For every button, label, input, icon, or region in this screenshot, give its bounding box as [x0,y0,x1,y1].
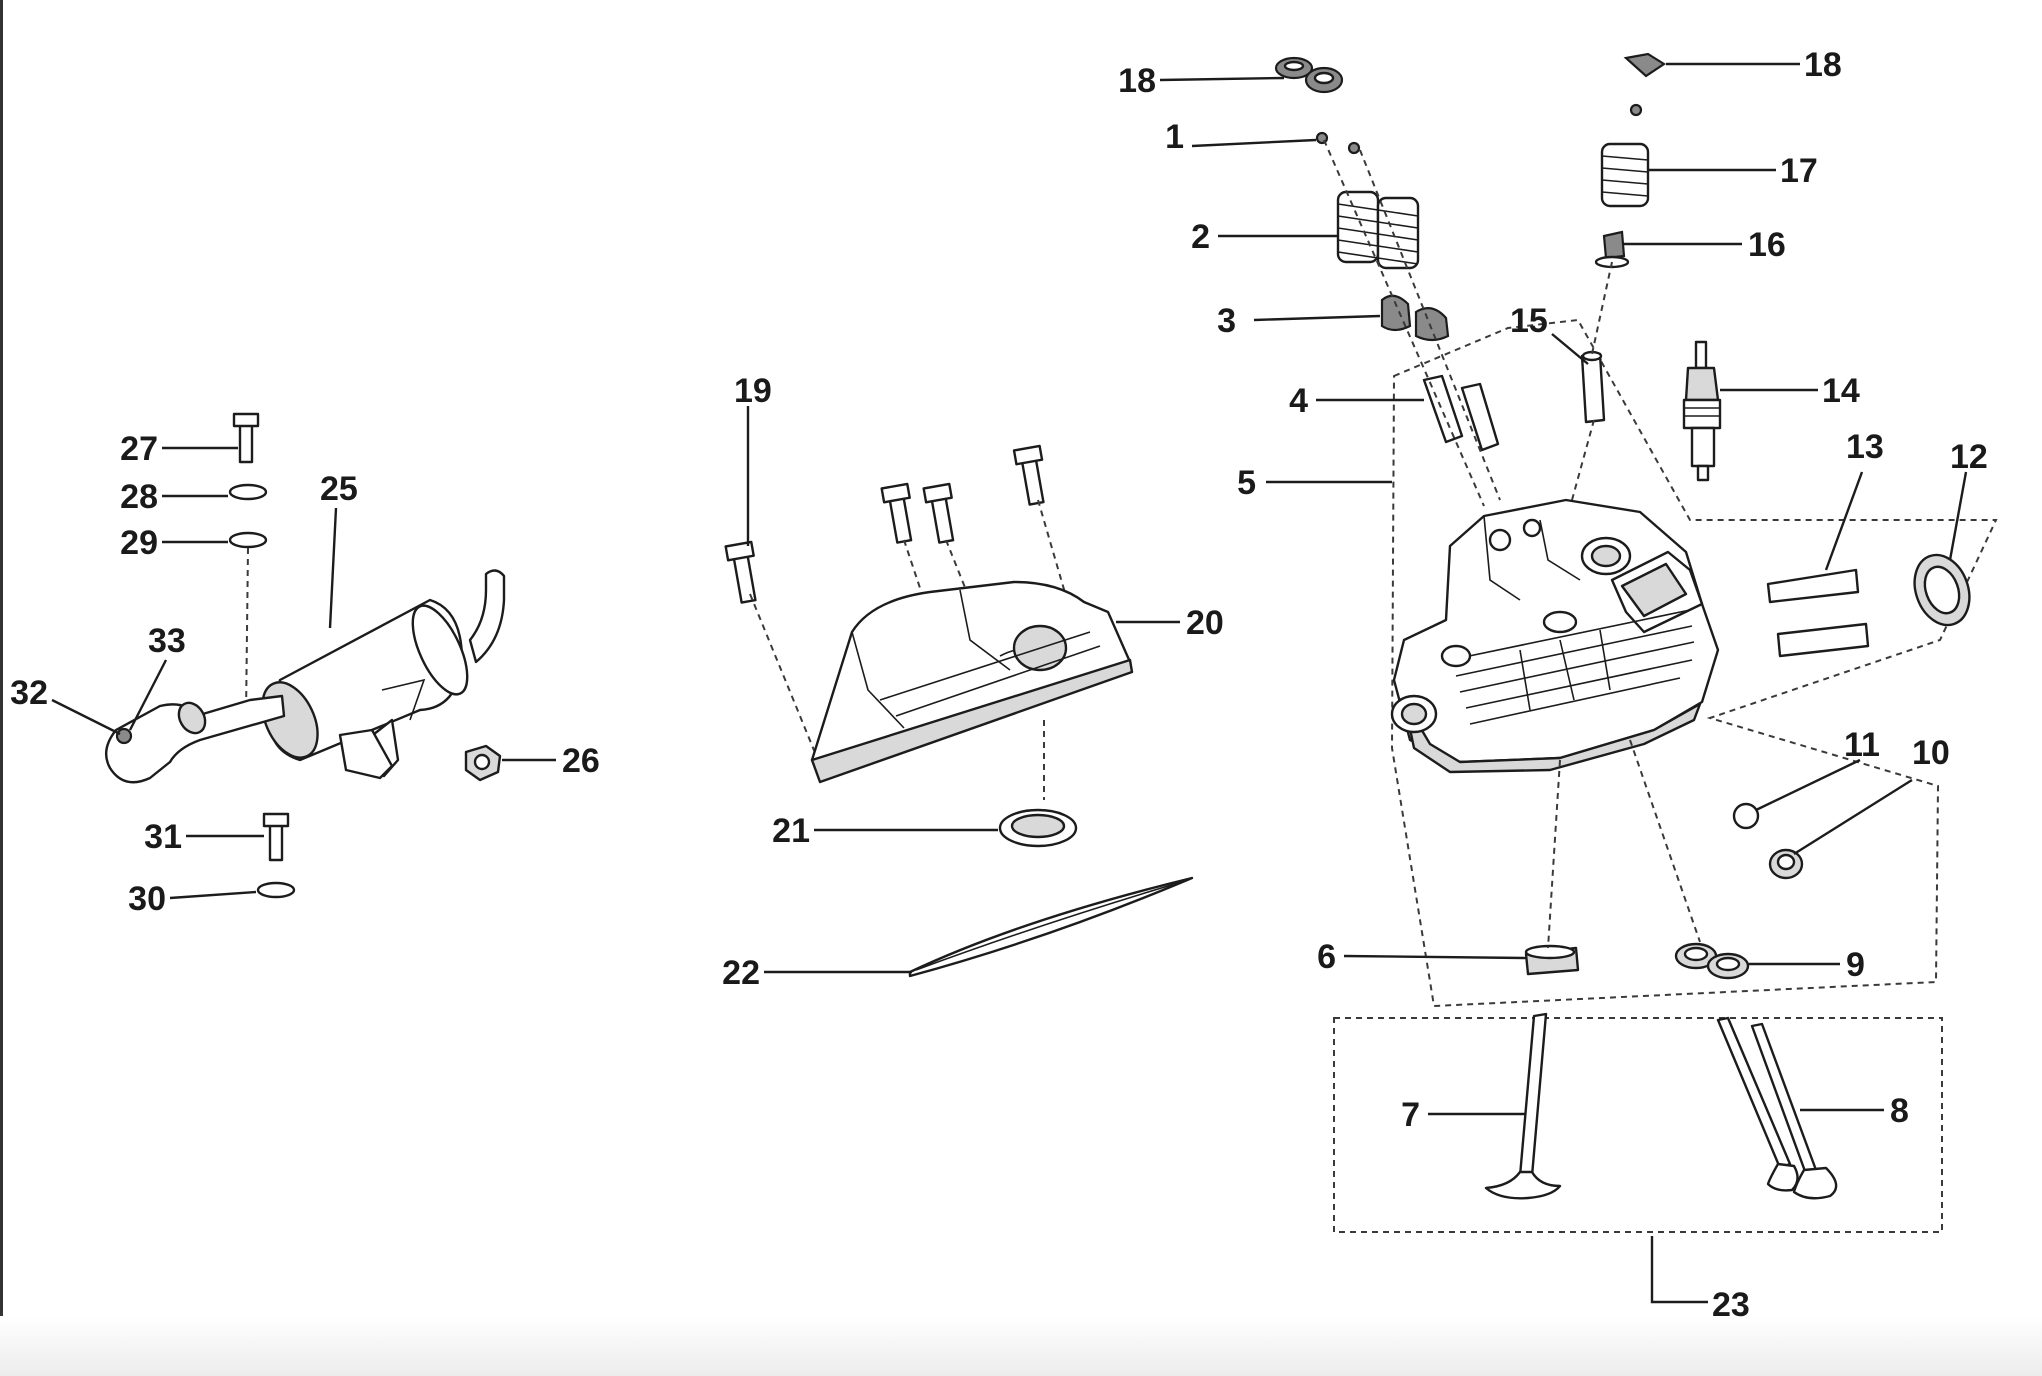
valve-guides-4-part [1422,374,1500,452]
callout-23: 23 [1712,1286,1750,1324]
left-leader-lines [51,446,556,900]
plug-10-part [1768,848,1804,880]
cylinder-head-assembly [1274,52,1998,1233]
studs-13-part [1766,568,1870,658]
middle-leader-lines [746,406,1180,974]
callout-9: 9 [1846,946,1865,984]
valve-seal-16-part [1594,230,1630,269]
callout-20: 20 [1186,604,1224,642]
callout-18-right: 18 [1804,46,1842,84]
callout-22: 22 [722,954,760,992]
filter-pipe-part [104,694,286,784]
callout-7: 7 [1401,1096,1420,1134]
cylinder-head-body-part [1390,498,1720,774]
callout-8: 8 [1890,1092,1909,1130]
valve-guide-15-part [1580,350,1606,424]
valves-8-part [1716,1016,1838,1200]
valve-springs-2-part [1336,190,1420,270]
valve-seals-3-part [1380,294,1450,342]
gasket-21-part [998,808,1078,848]
valve-cover-assembly [724,444,1194,978]
cover-bolts-19-part [724,444,1045,604]
right-leader-lines [1159,62,1968,1304]
retainer-6-part [1524,944,1580,976]
washer-30-part [256,881,296,899]
washer-29-part [228,531,268,549]
callout-29: 29 [120,524,158,562]
callout-11: 11 [1844,726,1880,764]
callout-28: 28 [120,478,158,516]
callout-1: 1 [1165,118,1184,156]
window-bottom-shade [0,1316,2042,1376]
callout-30: 30 [128,880,166,918]
valve-seats-9-part [1674,942,1750,980]
valve-cover-20-part [810,580,1134,784]
keeper-1b-part [1347,141,1361,155]
callout-31: 31 [144,818,182,856]
callout-26: 26 [562,742,600,780]
callout-16: 16 [1748,226,1786,264]
bolt-27-part [232,412,260,464]
valve-spring-17-part [1600,142,1650,208]
oil-filter-assembly [104,412,506,899]
callout-19: 19 [734,372,772,410]
callout-numbers: 1 2 3 4 5 6 7 8 9 10 11 12 13 14 15 16 1… [10,46,1988,1324]
callout-10: 10 [1912,734,1950,772]
callout-14: 14 [1822,372,1860,410]
retainers-18-left-part [1274,56,1344,94]
valve-7-part [1484,1012,1562,1200]
callout-17: 17 [1780,152,1818,190]
filter-body-25-part [261,569,506,780]
callout-21: 21 [772,812,810,850]
callout-12: 12 [1950,438,1988,476]
callout-27: 27 [120,430,158,468]
washer-11-part [1732,802,1760,830]
callout-5: 5 [1237,464,1256,502]
nut-26-part [464,744,502,782]
callout-13: 13 [1846,428,1884,466]
callout-3: 3 [1217,302,1236,340]
callout-4: 4 [1289,382,1308,420]
callout-2: 2 [1191,218,1210,256]
spark-plug-14-part [1682,340,1722,482]
callout-6: 6 [1317,938,1336,976]
callout-25: 25 [320,470,358,508]
callout-18-left: 18 [1118,62,1156,100]
callout-33: 33 [148,622,186,660]
retainer-18-right-part [1623,52,1667,78]
gasket-12-part [1913,553,1971,627]
window-left-edge [0,0,3,1376]
seal-strip-22-part [908,876,1194,978]
callout-15: 15 [1510,302,1548,340]
bolt-31-part [262,812,290,862]
callout-32: 32 [10,674,48,712]
washer-28-part [228,483,268,501]
keeper-right-part [1629,103,1643,117]
